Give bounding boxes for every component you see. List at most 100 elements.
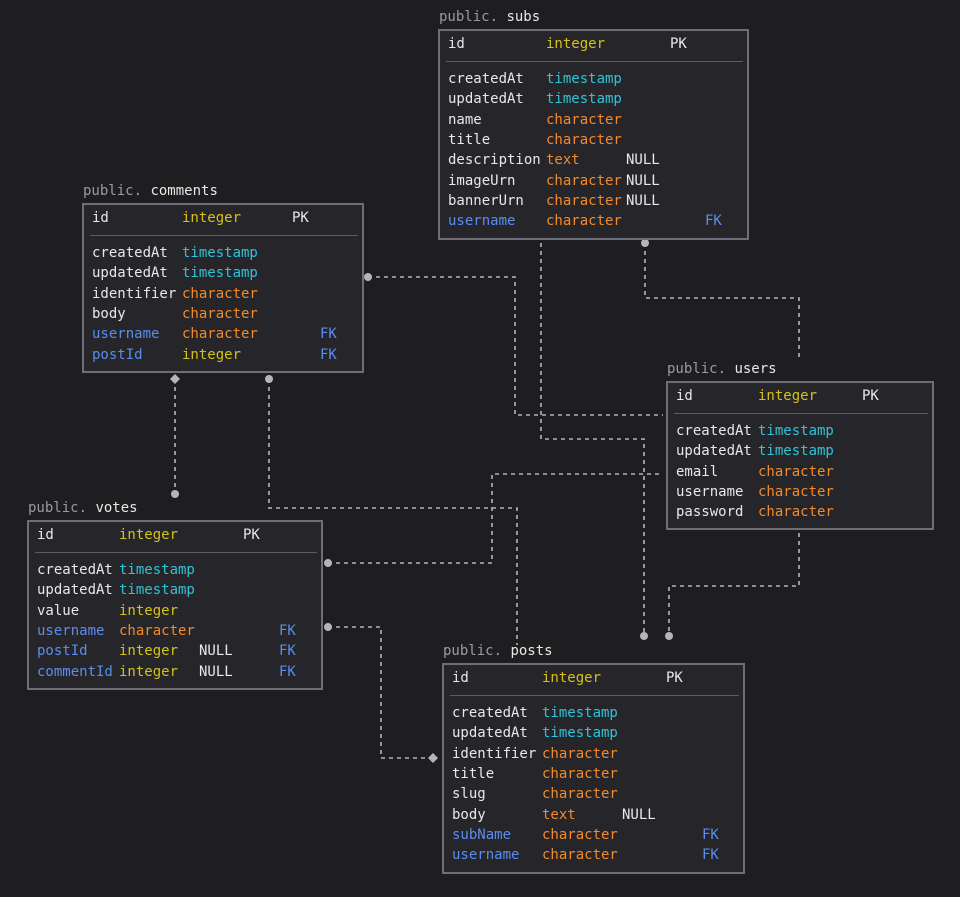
column-name: createdAt bbox=[452, 705, 528, 721]
column-type: integer bbox=[758, 388, 818, 404]
column-name: title bbox=[448, 131, 491, 148]
table-title: public. subs bbox=[439, 9, 540, 25]
connector-dot bbox=[364, 273, 372, 281]
column-name: username bbox=[676, 483, 744, 500]
header-separator bbox=[35, 552, 317, 553]
column-name: username bbox=[92, 326, 160, 343]
column-nullable: NULL bbox=[626, 152, 660, 169]
schema-label: public. bbox=[667, 361, 727, 377]
column-nullable: NULL bbox=[626, 192, 660, 209]
column-type: timestamp bbox=[546, 71, 622, 87]
column-name: updatedAt bbox=[448, 91, 524, 108]
column-name: identifier bbox=[452, 745, 537, 762]
column-type: timestamp bbox=[182, 265, 258, 282]
table-name: comments bbox=[150, 183, 218, 199]
column-name: updatedAt bbox=[92, 265, 168, 282]
column-type: integer bbox=[546, 36, 606, 52]
column-type: character bbox=[182, 326, 258, 343]
column-name: description bbox=[448, 152, 541, 169]
column-name: email bbox=[676, 463, 719, 480]
column-name: id bbox=[676, 388, 693, 404]
column-type: integer bbox=[119, 643, 179, 660]
column-name: username bbox=[37, 622, 105, 639]
schema-label: public. bbox=[83, 183, 143, 199]
connector-dot bbox=[641, 239, 649, 247]
column-type: timestamp bbox=[542, 725, 618, 742]
column-name: createdAt bbox=[676, 423, 752, 439]
schema-label: public. bbox=[439, 9, 499, 25]
table-users[interactable]: public. users id integer PK createdAt timesta… bbox=[666, 361, 934, 530]
column-type: character bbox=[546, 213, 622, 230]
column-type: integer bbox=[119, 527, 179, 543]
column-name: id bbox=[452, 670, 469, 686]
column-name: createdAt bbox=[37, 562, 113, 578]
column-type: timestamp bbox=[119, 562, 195, 578]
table-name: users bbox=[734, 361, 777, 377]
column-name: updatedAt bbox=[452, 725, 528, 742]
connector-dot bbox=[324, 623, 332, 631]
column-type: timestamp bbox=[758, 443, 834, 460]
subs-users-connector bbox=[644, 243, 800, 358]
connector-diamond bbox=[428, 753, 438, 763]
column-type: timestamp bbox=[546, 91, 622, 108]
subs-posts-connector bbox=[540, 243, 645, 636]
column-key: PK bbox=[666, 670, 683, 686]
column-name: bannerUrn bbox=[448, 192, 524, 209]
table-name: subs bbox=[506, 9, 541, 25]
column-type: timestamp bbox=[182, 245, 258, 261]
column-key: FK bbox=[279, 622, 296, 639]
votes-users-connector bbox=[328, 473, 663, 564]
column-nullable: NULL bbox=[199, 643, 233, 660]
connector-diamond bbox=[170, 374, 180, 384]
header-separator bbox=[90, 235, 358, 236]
table-name: posts bbox=[510, 643, 553, 659]
column-type: character bbox=[119, 622, 195, 639]
column-name: id bbox=[448, 36, 465, 52]
column-nullable: NULL bbox=[622, 806, 656, 823]
column-key: FK bbox=[705, 213, 722, 230]
column-key: PK bbox=[292, 210, 309, 226]
connector-dot bbox=[640, 632, 648, 640]
column-type: integer bbox=[119, 602, 179, 619]
column-name: postId bbox=[37, 643, 88, 660]
column-name: slug bbox=[452, 786, 486, 803]
column-key: PK bbox=[243, 527, 260, 543]
column-type: character bbox=[546, 192, 622, 209]
connector-dot bbox=[324, 559, 332, 567]
connector-dot bbox=[171, 490, 179, 498]
users-posts-connector bbox=[668, 533, 800, 636]
column-name: username bbox=[452, 847, 520, 864]
column-type: text bbox=[546, 152, 580, 169]
column-type: character bbox=[542, 765, 618, 782]
column-name: body bbox=[452, 806, 486, 823]
column-name: id bbox=[37, 527, 54, 543]
column-name: title bbox=[452, 765, 495, 782]
column-name: body bbox=[92, 305, 126, 322]
column-type: character bbox=[758, 504, 834, 521]
column-type: integer bbox=[542, 670, 602, 686]
column-type: character bbox=[542, 786, 618, 803]
column-type: integer bbox=[182, 346, 242, 363]
column-name: name bbox=[448, 111, 482, 128]
connector-dot bbox=[265, 375, 273, 383]
column-type: integer bbox=[182, 210, 242, 226]
column-type: timestamp bbox=[119, 582, 195, 599]
column-type: character bbox=[182, 285, 258, 302]
column-type: character bbox=[546, 111, 622, 128]
column-name: commentId bbox=[37, 663, 113, 680]
column-type: character bbox=[758, 483, 834, 500]
column-key: PK bbox=[862, 388, 879, 404]
column-type: character bbox=[542, 826, 618, 843]
comments-users-connector bbox=[368, 276, 663, 416]
table-name: votes bbox=[95, 500, 138, 516]
votes-posts-connector bbox=[328, 626, 433, 759]
column-name: updatedAt bbox=[37, 582, 113, 599]
column-key: PK bbox=[670, 36, 687, 52]
table-title: public. comments bbox=[83, 183, 218, 199]
